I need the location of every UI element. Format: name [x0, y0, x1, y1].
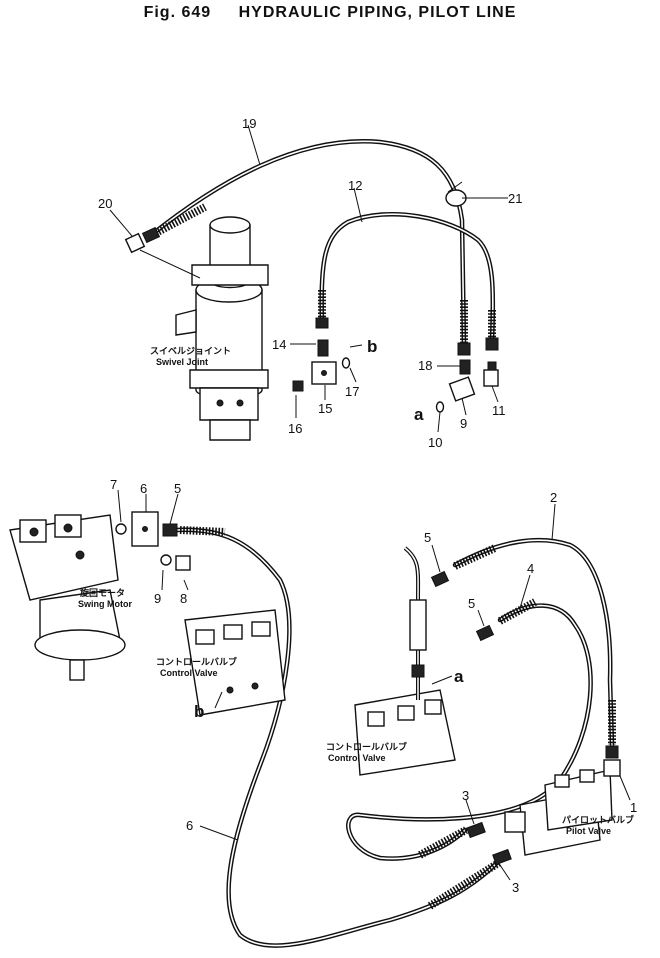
clamp-23[interactable] — [445, 181, 467, 207]
fitting-3-lower[interactable] — [492, 848, 512, 866]
callout-2: 2 — [550, 490, 557, 505]
callout-10: 8 — [180, 591, 187, 606]
hose-21-end-fitting — [457, 342, 471, 356]
hose-21[interactable] — [147, 139, 468, 348]
elbow-14[interactable] — [483, 361, 499, 387]
callout-6: 6 — [186, 818, 193, 833]
fitting-16[interactable] — [317, 339, 329, 357]
block-17[interactable] — [311, 361, 337, 385]
ref-a-top: a — [414, 405, 424, 424]
callout-8: 6 — [140, 481, 147, 496]
control-valve-right-label-jp: コントロールバルブ — [326, 741, 407, 752]
control-valve-right[interactable] — [354, 546, 456, 776]
swivel-joint-label-jp: スイベルジョイント — [150, 346, 231, 356]
page-title: Fig. 649 HYDRAULIC PIPING, PILOT LINE — [0, 4, 660, 22]
hose-15[interactable] — [318, 211, 496, 343]
callout-19: 17 — [345, 384, 359, 399]
callout-14: 11 — [492, 403, 506, 418]
control-valve-left[interactable] — [184, 609, 286, 716]
pilot-valve-label-en: Pilot Valve — [566, 826, 611, 836]
ref-a-bottom: a — [454, 667, 464, 686]
elbow-12[interactable] — [448, 376, 476, 402]
swing-motor-label-en: Swing Motor — [78, 599, 132, 609]
ref-b-top: b — [367, 337, 377, 356]
callout-13: 10 — [428, 435, 442, 450]
callout-18: 16 — [288, 421, 302, 436]
o-ring-11[interactable] — [160, 554, 172, 566]
hose-2[interactable] — [452, 537, 616, 748]
o-ring-13[interactable] — [435, 401, 445, 413]
fitting-20[interactable] — [459, 359, 471, 375]
hose-15-end-fitting-right — [485, 337, 499, 351]
callout-23: 21 — [508, 191, 522, 206]
callout-15: 12 — [348, 178, 362, 193]
callout-12: 9 — [460, 416, 467, 431]
hose-4[interactable] — [346, 598, 593, 861]
fitting-7[interactable] — [162, 523, 178, 537]
callout-4: 4 — [527, 561, 534, 576]
callout-5b: 5 — [468, 596, 475, 611]
swivel-joint-label-en: Swivel Joint — [156, 357, 208, 367]
callout-11: 9 — [154, 591, 161, 606]
figure-number: Fig. 649 — [143, 4, 212, 21]
hose-6[interactable] — [173, 526, 503, 948]
pilot-valve-label-jp: パイロットバルブ — [562, 814, 634, 825]
hose-15-end-fitting — [315, 317, 329, 329]
callout-1: 1 — [630, 800, 637, 815]
control-valve-right-label-en: Control Valve — [328, 753, 386, 763]
ref-b-bottom: b — [194, 702, 204, 721]
callout-3b: 3 — [512, 880, 519, 895]
callout-21: 19 — [242, 116, 256, 131]
o-ring-9[interactable] — [115, 523, 127, 535]
fitting-5-upper[interactable] — [430, 570, 450, 588]
callout-3a: 3 — [462, 788, 469, 803]
elbow-fitting-22[interactable] — [124, 226, 161, 254]
swivel-joint[interactable] — [175, 216, 269, 441]
o-ring-19[interactable] — [341, 357, 351, 369]
callout-16: 14 — [272, 337, 286, 352]
block-8[interactable] — [131, 511, 159, 547]
callout-9: 7 — [110, 477, 117, 492]
fitting-5-lower[interactable] — [475, 624, 495, 642]
plug-18[interactable] — [292, 380, 304, 392]
callout-20: 18 — [418, 358, 432, 373]
swing-motor[interactable] — [9, 514, 126, 681]
elbow-1[interactable] — [603, 745, 621, 777]
plug-10[interactable] — [175, 555, 191, 571]
callout-7: 5 — [174, 481, 181, 496]
callout-5a: 5 — [424, 530, 431, 545]
callout-17: 15 — [318, 401, 332, 416]
swing-motor-label-jp: 旋回モータ — [79, 587, 125, 598]
control-valve-left-label-jp: コントロールバルブ — [156, 656, 237, 667]
figure-title: HYDRAULIC PIPING, PILOT LINE — [238, 4, 517, 21]
callout-22: 20 — [98, 196, 112, 211]
pilot-valve[interactable] — [504, 769, 613, 856]
fitting-3-upper[interactable] — [466, 821, 486, 839]
control-valve-left-label-en: Control Valve — [160, 668, 218, 678]
